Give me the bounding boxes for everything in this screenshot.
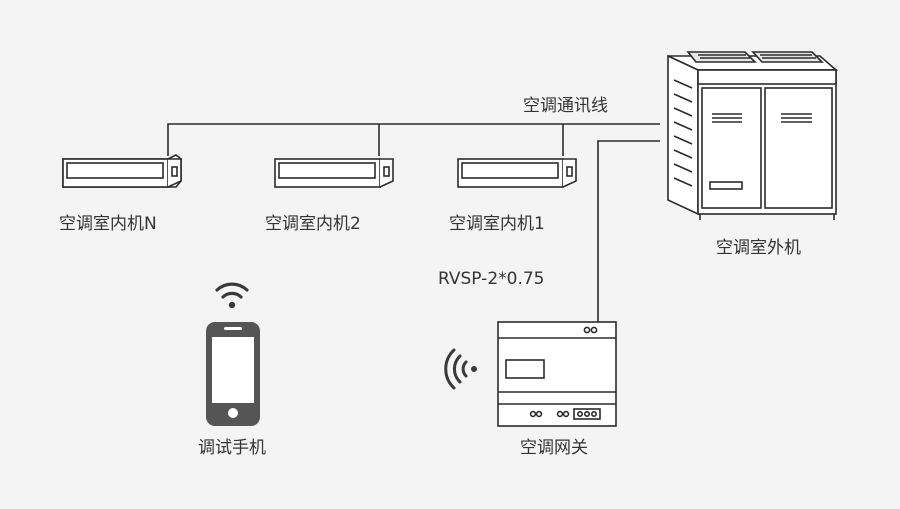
- indoor-unit-n-icon: [62, 154, 182, 188]
- indoor-unit-1-label: 空调室内机1: [449, 214, 545, 234]
- indoor-unit-2-icon: [274, 158, 394, 188]
- comm-line-main: [167, 123, 660, 156]
- wifi-icon: [215, 282, 249, 309]
- outdoor-unit-label: 空调室外机: [716, 238, 801, 258]
- phone-icon: [206, 322, 260, 426]
- indoor-unit-n-label: 空调室内机N: [59, 214, 157, 234]
- gateway-cable: [597, 140, 660, 322]
- outdoor-unit-icon: [667, 51, 839, 220]
- indoor-unit-2-label: 空调室内机2: [265, 214, 361, 234]
- phone-label: 调试手机: [198, 438, 266, 458]
- gateway-icon: [497, 321, 617, 427]
- gateway-label: 空调网关: [520, 438, 588, 458]
- indoor-unit-1-icon: [457, 158, 577, 188]
- cable-spec-label: RVSP-2*0.75: [438, 269, 545, 289]
- wireless-signal-icon: [444, 348, 477, 390]
- comm-bus-lines: [167, 123, 660, 322]
- comm-line-label: 空调通讯线: [523, 96, 608, 116]
